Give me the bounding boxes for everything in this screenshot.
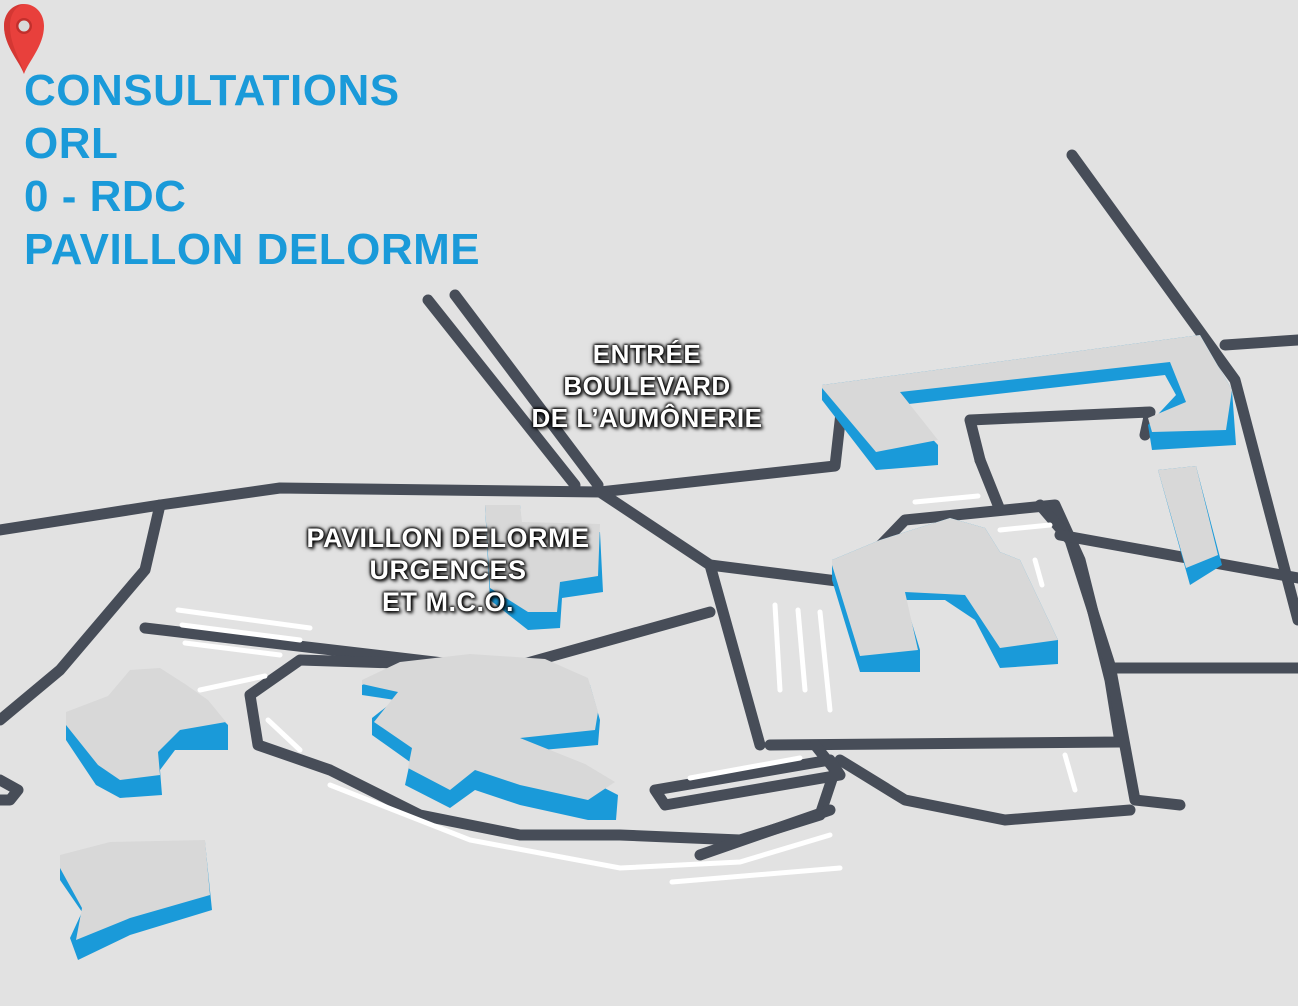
road-inner-loop [964,406,1156,466]
marking [197,673,268,693]
road-left-vertical [0,499,166,726]
label-delorme-line: URGENCES [369,555,527,585]
road-network [0,149,1298,861]
label-entree-line: DE L’AUMÔNERIE [531,403,763,433]
road-right-h1 [1054,529,1298,584]
label-delorme-line: ET M.C.O. [382,587,514,617]
road-east [1219,334,1298,351]
marking [1062,752,1078,793]
road-south [694,804,836,861]
marking [912,493,981,505]
road-north-b [449,289,604,491]
marking [175,607,313,631]
building-east-slab [1158,466,1222,585]
buildings [60,335,1236,960]
marking [669,865,843,885]
title-line-building: PAVILLON DELORME [24,225,481,274]
road-main [0,398,848,536]
road-hospital-north [514,606,716,671]
building-west [66,668,228,798]
road-parking-loop [649,754,846,811]
marking [1032,557,1045,588]
marking [687,755,803,781]
road-inner-connector [974,454,1006,516]
label-entree-line: ENTRÉE [592,339,702,369]
marking [179,622,303,643]
marking [772,602,783,693]
marking [265,717,303,753]
title-line-service: CONSULTATIONS [24,66,400,115]
road-markings [175,493,1078,885]
marking [817,609,833,713]
label-entree-line: BOULEVARD [563,371,731,401]
building-centre-right [832,518,1058,672]
road-left-edge [0,774,24,806]
title-line-floor: 0 - RDC [24,172,187,221]
road-diagonal-right [1066,149,1298,626]
road-north-a [422,294,581,491]
marking [997,522,1053,533]
marking [795,607,808,693]
map-pin-icon [4,4,44,74]
road-far-east [834,754,1136,826]
label-delorme-line: PAVILLON DELORME [306,523,590,553]
page-title: CONSULTATIONS ORL 0 - RDC PAVILLON DELOR… [24,64,480,276]
label-entree-boulevard: ENTRÉE BOULEVARD DE L’AUMÔNERIE [482,338,812,434]
building-south-west [60,840,212,960]
building-pavillon-delorme [362,654,618,820]
building-north-east [822,335,1236,470]
title-line-specialty: ORL [24,119,119,168]
building-centre-small [485,505,603,630]
label-pavillon-delorme: PAVILLON DELORME URGENCES ET M.C.O. [250,522,646,618]
marking [327,782,833,871]
marking [182,640,283,658]
